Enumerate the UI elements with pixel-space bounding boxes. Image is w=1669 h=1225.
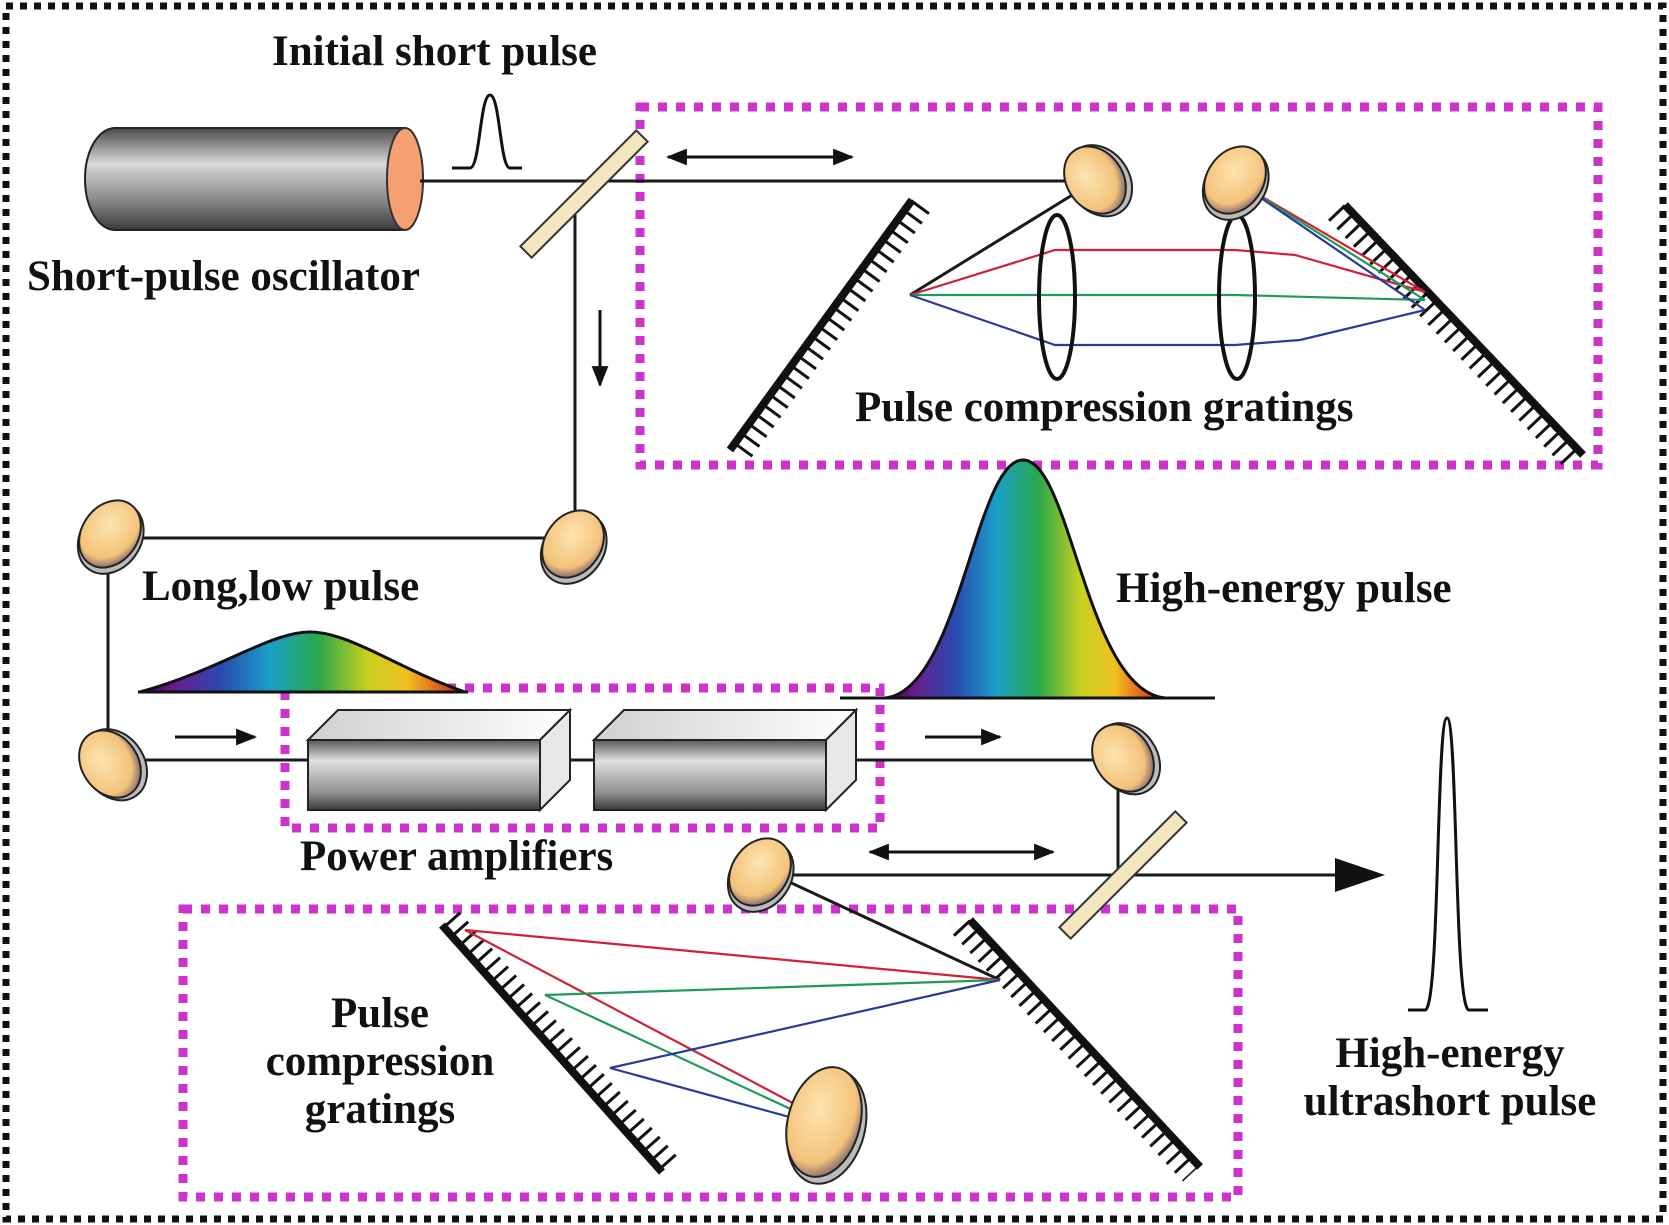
label-initial-short-pulse: Initial short pulse <box>272 28 597 75</box>
label-line: Pulse <box>331 990 429 1037</box>
output-arrowhead <box>1335 858 1385 892</box>
top-rays <box>909 184 1426 347</box>
initial-pulse-shape <box>452 93 522 170</box>
mirror-icon <box>1201 145 1270 221</box>
label-line: compression <box>265 1038 495 1086</box>
amplifier-box <box>280 683 885 833</box>
bottom-rays <box>464 928 1001 1130</box>
bottom-grating-left <box>439 911 680 1175</box>
bottom-grating-right <box>952 917 1203 1182</box>
top-grating-right <box>1328 202 1586 470</box>
beam-splitter-bottom <box>1057 809 1189 941</box>
amplifier-1 <box>305 707 573 813</box>
label-long-low-pulse: Long,low pulse <box>142 563 420 610</box>
amplifier-2 <box>591 707 859 813</box>
mirror-icon <box>1063 144 1134 218</box>
ultrashort-pulse-shape <box>1408 716 1488 1012</box>
mirror-icon <box>78 728 149 802</box>
lens-right <box>1217 213 1257 381</box>
label-line: ultrashort pulse <box>1303 1078 1597 1126</box>
beam-paths <box>106 179 1335 982</box>
label-power-amplifiers: Power amplifiers <box>300 833 614 880</box>
bottom-compressor-box <box>178 904 1243 1202</box>
label-line: High-energy <box>1335 1030 1565 1077</box>
high-energy-pulse-shape <box>884 458 1166 700</box>
top-grating-left <box>726 197 930 463</box>
beam-splitter-top <box>518 128 650 260</box>
direction-arrows <box>175 148 1056 861</box>
label-short-pulse-oscillator: Short-pulse oscillator <box>27 253 420 300</box>
label-high-energy-ultrashort-pulse: High-energy ultrashort pulse <box>1270 1030 1630 1126</box>
mirror-icon <box>1091 722 1162 796</box>
mirror-icon <box>76 499 145 575</box>
mirror-icon <box>539 509 608 585</box>
label-pulse-compression-gratings-top: Pulse compression gratings <box>855 384 1354 431</box>
lens-left <box>1037 213 1077 381</box>
top-compressor-box <box>635 102 1603 470</box>
mirror-icon <box>726 837 795 913</box>
label-high-energy-pulse: High-energy pulse <box>1116 565 1452 612</box>
short-pulse-oscillator <box>84 127 424 231</box>
label-pulse-compression-gratings-bottom: Pulse compression gratings <box>220 990 540 1134</box>
label-line: gratings <box>304 1086 456 1134</box>
long-low-pulse-shape <box>139 630 466 694</box>
mirror-icon <box>785 1066 868 1185</box>
